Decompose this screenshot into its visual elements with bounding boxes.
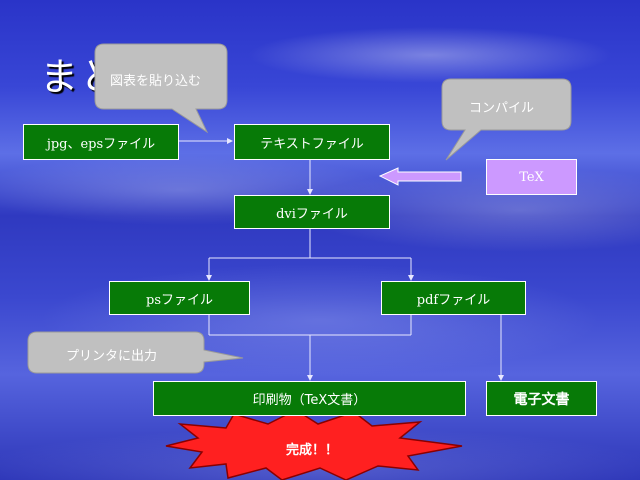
box-pdf-file: pdfファイル <box>381 281 526 315</box>
tex-arrow-shape <box>378 167 462 186</box>
arrowhead-text-to-dvi <box>307 189 313 195</box>
callout-print-output: プリンタに出力 <box>66 349 158 364</box>
box-jpg-eps-file: jpg、epsファイル <box>23 124 179 160</box>
box-dvi-file: dviファイル <box>234 195 390 229</box>
box-ps-file: psファイル <box>109 281 250 315</box>
callout-compile: コンパイル <box>469 101 535 116</box>
callout-insert-figures: 図表を貼り込む <box>110 74 202 89</box>
arrowhead-to-printed <box>307 375 313 381</box>
box-printed-material: 印刷物（TeX文書） <box>153 381 466 416</box>
callout-compile-shape <box>441 78 572 161</box>
box-electronic-document: 電子文書 <box>486 381 597 416</box>
arrowhead-to-ps <box>206 275 212 281</box>
burst-complete-text: 完成！！ <box>286 443 339 458</box>
arrowhead-jpg-to-text <box>227 138 233 144</box>
callout-print-shape <box>27 331 244 374</box>
box-text-file: テキストファイル <box>234 124 390 160</box>
box-tex: TeX <box>486 159 577 195</box>
arrowhead-to-ebook <box>498 375 504 381</box>
callout-insert-figures-shape <box>94 43 228 134</box>
arrowhead-to-pdf <box>408 275 414 281</box>
